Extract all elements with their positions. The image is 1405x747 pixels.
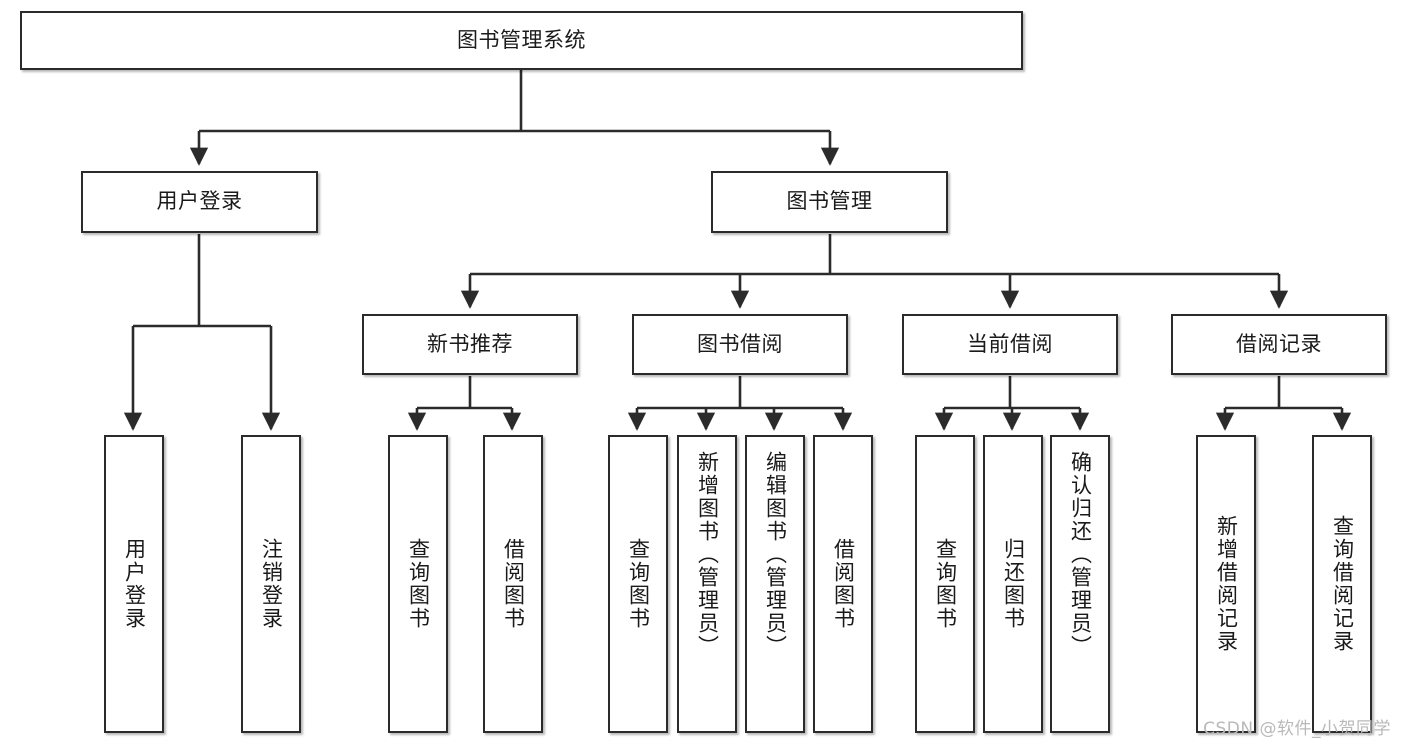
watermark-text: CSDN @软件_小贺同学 xyxy=(1203,719,1391,739)
node-new-book-recommend[interactable]: 新书推荐 xyxy=(362,314,578,375)
node-user-login-label: 用户登录 xyxy=(156,189,243,214)
node-new-book-recommend-label: 新书推荐 xyxy=(427,331,513,356)
node-current-borrow-label: 当前借阅 xyxy=(967,331,1053,356)
node-book-management[interactable]: 图书管理 xyxy=(711,171,948,233)
leaf-user-login-1[interactable]: 注销登录 xyxy=(241,435,301,733)
node-book-management-label: 图书管理 xyxy=(786,189,873,214)
leaf-borrow-record-0[interactable]: 新增借阅记录 xyxy=(1196,435,1256,733)
leaf-user-login-1-label: 注销登录 xyxy=(259,538,284,630)
leaf-current-borrow-0-label: 查询图书 xyxy=(933,538,958,630)
leaf-current-borrow-1[interactable]: 归还图书 xyxy=(983,435,1043,733)
node-root-label: 图书管理系统 xyxy=(457,27,586,52)
leaf-borrow-book-3[interactable]: 借阅图书 xyxy=(813,435,873,733)
node-user-login[interactable]: 用户登录 xyxy=(81,171,318,233)
leaf-borrow-record-0-label: 新增借阅记录 xyxy=(1214,515,1239,653)
leaf-borrow-book-0-label: 查询图书 xyxy=(626,538,651,630)
node-book-borrow[interactable]: 图书借阅 xyxy=(632,314,848,375)
leaf-borrow-book-2[interactable]: 编辑图书（管理员） xyxy=(745,435,805,733)
node-book-borrow-label: 图书借阅 xyxy=(697,331,783,356)
leaf-user-login-0[interactable]: 用户登录 xyxy=(104,435,164,733)
leaf-borrow-book-1[interactable]: 新增图书（管理员） xyxy=(677,435,737,733)
leaf-borrow-record-1-label: 查询借阅记录 xyxy=(1330,515,1355,653)
leaf-current-borrow-0[interactable]: 查询图书 xyxy=(915,435,975,733)
leaf-new-book-0[interactable]: 查询图书 xyxy=(388,435,448,733)
leaf-new-book-1-label: 借阅图书 xyxy=(501,538,526,630)
leaf-borrow-book-1-label: 新增图书（管理员） xyxy=(695,451,720,658)
leaf-user-login-0-label: 用户登录 xyxy=(122,538,147,630)
leaf-borrow-book-3-label: 借阅图书 xyxy=(831,538,856,630)
leaf-borrow-book-0[interactable]: 查询图书 xyxy=(608,435,668,733)
leaf-current-borrow-2[interactable]: 确认归还（管理员） xyxy=(1050,435,1110,733)
leaf-new-book-1[interactable]: 借阅图书 xyxy=(483,435,543,733)
node-borrow-record-label: 借阅记录 xyxy=(1236,331,1322,356)
leaf-new-book-0-label: 查询图书 xyxy=(406,538,431,630)
node-borrow-record[interactable]: 借阅记录 xyxy=(1171,314,1387,375)
node-root[interactable]: 图书管理系统 xyxy=(20,11,1023,70)
leaf-current-borrow-1-label: 归还图书 xyxy=(1001,538,1026,630)
leaf-borrow-record-1[interactable]: 查询借阅记录 xyxy=(1312,435,1372,733)
leaf-borrow-book-2-label: 编辑图书（管理员） xyxy=(763,451,788,658)
node-current-borrow[interactable]: 当前借阅 xyxy=(902,314,1118,375)
leaf-current-borrow-2-label: 确认归还（管理员） xyxy=(1068,451,1093,658)
